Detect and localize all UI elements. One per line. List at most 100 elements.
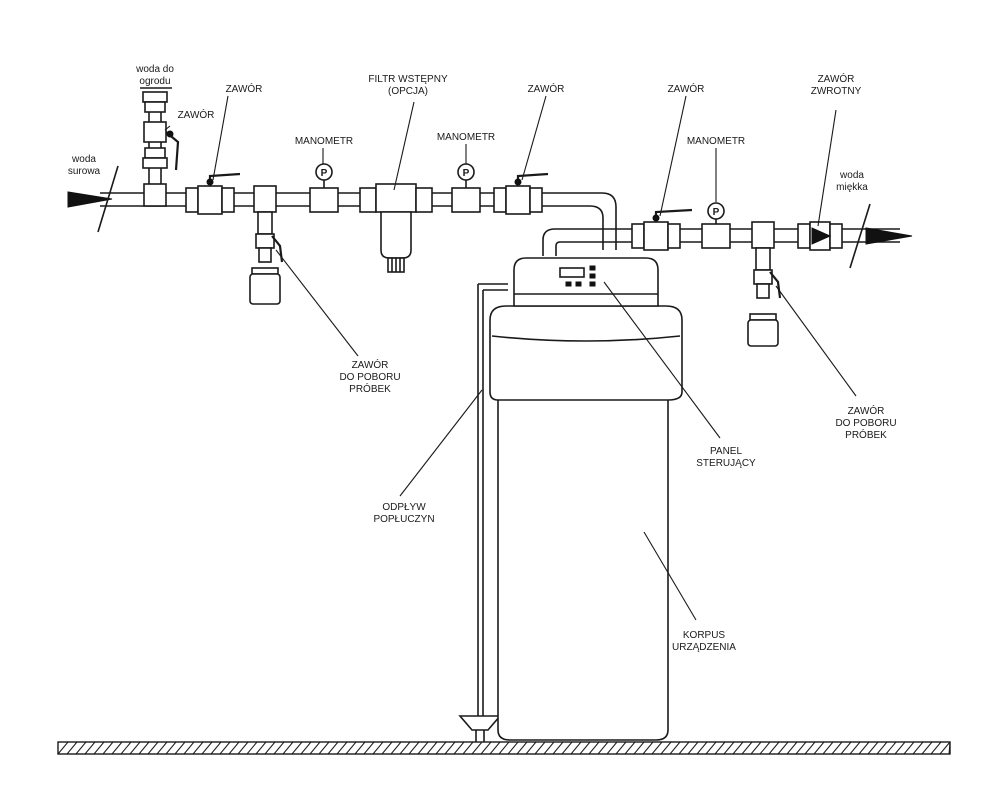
floor-hatch-line <box>633 741 645 755</box>
floor-hatch-line <box>120 741 132 755</box>
floor-hatch-line <box>579 741 591 755</box>
label-zawor-probek-1c: PRÓBEK <box>349 382 391 395</box>
label-korpus-2: URZĄDZENIA <box>672 642 736 653</box>
floor-hatch-line <box>129 741 141 755</box>
label-zawor-garden: ZAWÓR <box>178 108 215 121</box>
label-manometr-1: MANOMETR <box>295 136 353 147</box>
floor-hatch-line <box>435 741 447 755</box>
floor-hatch-line <box>291 741 303 755</box>
label-zawor-zwrotny-1: ZAWÓR <box>818 72 855 85</box>
floor-hatch-line <box>840 741 852 755</box>
gauge-letter-2: P <box>463 168 470 179</box>
floor-hatch-line <box>228 741 240 755</box>
floor-hatch-line <box>822 741 834 755</box>
labels: woda do ogrodu ZAWÓR ZAWÓR woda surowa M… <box>68 64 897 653</box>
floor-hatch-line <box>219 741 231 755</box>
floor-hatch-line <box>552 741 564 755</box>
floor-hatch-line <box>84 741 96 755</box>
floor-hatch-line <box>786 741 798 755</box>
floor-hatch-line <box>858 741 870 755</box>
label-zawor-1: ZAWÓR <box>226 82 263 95</box>
floor-hatch-line <box>606 741 618 755</box>
valve-3 <box>631 208 693 251</box>
floor-hatch-line <box>372 741 384 755</box>
floor-hatch-line <box>363 741 375 755</box>
floor-hatch-line <box>174 741 186 755</box>
label-woda-miekka-1: woda <box>839 170 864 181</box>
sample-tee-2 <box>747 221 782 347</box>
floor-hatch-line <box>615 741 627 755</box>
water-softener <box>458 257 683 742</box>
floor-hatch-line <box>894 741 906 755</box>
manometer-1 <box>309 163 339 213</box>
floor-hatch-line <box>804 741 816 755</box>
label-manometr-2: MANOMETR <box>437 132 495 143</box>
floor-hatch-line <box>147 741 159 755</box>
control-head <box>513 257 659 307</box>
label-woda-do-ogrodu-1: woda do <box>135 64 174 75</box>
label-zawor-probek-1a: ZAWÓR <box>352 358 389 371</box>
floor-hatch-line <box>381 741 393 755</box>
floor-hatch-line <box>408 741 420 755</box>
inlet-arrow <box>67 165 119 233</box>
floor-hatch-line <box>768 741 780 755</box>
floor-hatch-line <box>795 741 807 755</box>
floor-hatch-line <box>489 741 501 755</box>
floor-hatch-line <box>921 741 933 755</box>
floor-hatch-line <box>930 741 942 755</box>
floor-hatch-line <box>390 741 402 755</box>
floor-hatch-line <box>624 741 636 755</box>
floor-hatch-line <box>714 741 726 755</box>
label-zawor-probek-2c: PRÓBEK <box>845 428 887 441</box>
floor-hatch-line <box>192 741 204 755</box>
floor-hatch-line <box>948 741 951 755</box>
softener-lid <box>489 305 683 401</box>
floor-hatch-line <box>498 741 510 755</box>
label-zawor-probek-2b: DO POBORU <box>835 418 896 429</box>
label-filtr-1: FILTR WSTĘPNY <box>368 74 448 85</box>
floor-hatch-line <box>399 741 411 755</box>
label-zawor-probek-2a: ZAWÓR <box>848 404 885 417</box>
manometer-3 <box>701 202 731 249</box>
floor-hatch-line <box>516 741 528 755</box>
floor-hatch-line <box>687 741 699 755</box>
floor-hatch-line <box>462 741 474 755</box>
gauge-letter-3: P <box>713 207 720 218</box>
floor-hatch-line <box>732 741 744 755</box>
label-odplyw-1: ODPŁYW <box>382 502 426 513</box>
floor-hatch-line <box>813 741 825 755</box>
label-odplyw-2: POPŁUCZYN <box>373 514 434 525</box>
floor-hatch-line <box>561 741 573 755</box>
floor-hatch-line <box>849 741 861 755</box>
floor-hatch-line <box>570 741 582 755</box>
floor-hatch-line <box>318 741 330 755</box>
floor-hatch-line <box>885 741 897 755</box>
floor-hatch-line <box>471 741 483 755</box>
floor-hatch-line <box>426 741 438 755</box>
floor <box>57 741 951 755</box>
outlet-pipe <box>542 228 900 256</box>
floor-hatch-line <box>165 741 177 755</box>
floor-hatch-line <box>696 741 708 755</box>
floor-hatch-line <box>417 741 429 755</box>
outlet-arrow <box>849 203 913 269</box>
leader-lines <box>164 95 857 621</box>
floor-hatch-line <box>183 741 195 755</box>
floor-hatch-line <box>525 741 537 755</box>
floor-hatch-line <box>210 741 222 755</box>
label-woda-surowa-2: surowa <box>68 166 101 177</box>
floor-hatch-line <box>264 741 276 755</box>
label-zawor-3: ZAWÓR <box>668 82 705 95</box>
label-woda-do-ogrodu-2: ogrodu <box>139 76 170 87</box>
floor-hatch-line <box>876 741 888 755</box>
floor-hatch-line <box>678 741 690 755</box>
floor-hatch-line <box>237 741 249 755</box>
floor-hatch-line <box>723 741 735 755</box>
floor-hatch-line <box>444 741 456 755</box>
floor-hatch-line <box>669 741 681 755</box>
floor-hatch-line <box>642 741 654 755</box>
drain-funnel <box>458 715 502 731</box>
label-filtr-2: (OPCJA) <box>388 86 428 97</box>
floor-hatch-line <box>939 741 951 755</box>
floor-hatch-line <box>336 741 348 755</box>
